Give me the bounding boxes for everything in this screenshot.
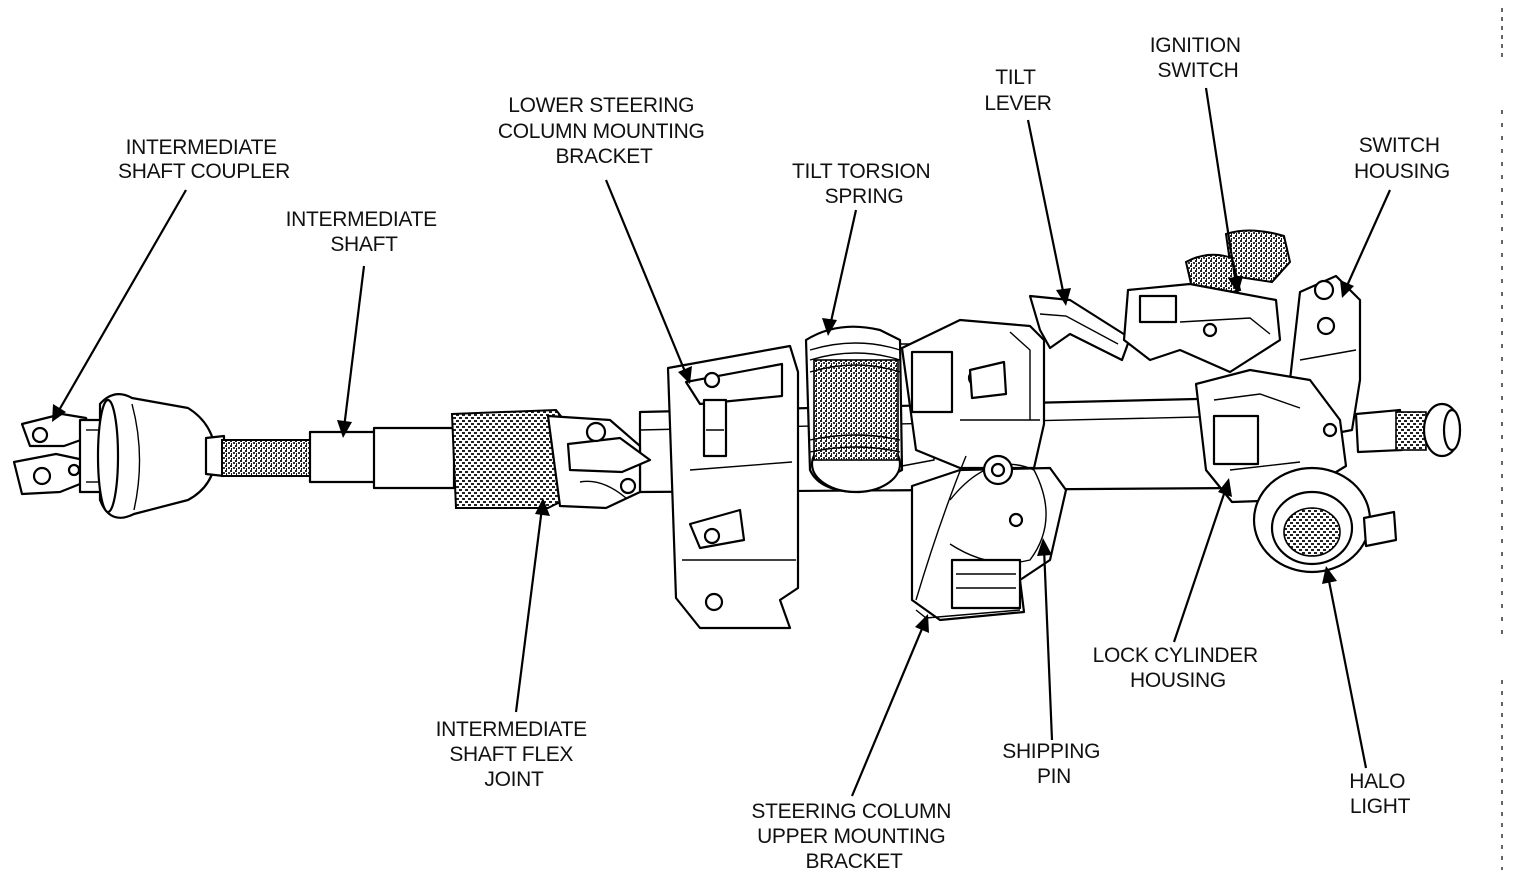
label-tilt-lever: TILT LEVER	[984, 66, 1051, 115]
ignition-switch	[1122, 229, 1292, 374]
intermediate-shaft-flex-joint	[450, 408, 652, 510]
label-shipping-pin: SHIPPING PIN	[1002, 740, 1106, 788]
label-ignition-switch: IGNITION SWITCH	[1150, 34, 1246, 82]
leader-intermediate-shaft-coupler	[52, 189, 187, 422]
tilt-housing	[900, 318, 1046, 470]
callout-labels: INTERMEDIATE SHAFT COUPLER INTERMEDIATE …	[118, 34, 1450, 873]
intermediate-shaft	[221, 426, 456, 490]
leader-lines	[52, 87, 1392, 797]
label-intermediate-shaft-coupler: INTERMEDIATE SHAFT COUPLER	[118, 136, 290, 183]
label-lock-cylinder-housing: LOCK CYLINDER HOUSING	[1093, 644, 1264, 692]
label-intermediate-shaft-flex-joint: INTERMEDIATE SHAFT FLEX JOINT	[436, 718, 593, 791]
leader-shipping-pin	[1037, 538, 1054, 741]
label-halo-light: HALO LIGHT	[1349, 770, 1411, 818]
intermediate-shaft-coupler	[12, 412, 108, 496]
steering-column-illustration	[12, 229, 1462, 630]
label-switch-housing: SWITCH HOUSING	[1354, 134, 1450, 183]
lower-mounting-bracket	[666, 344, 800, 630]
leader-tilt-torsion-spring	[822, 209, 858, 336]
upper-shaft-end	[1354, 402, 1462, 458]
leader-lock-cylinder-housing	[1172, 478, 1232, 643]
leader-lower-mounting-bracket	[604, 179, 692, 384]
leader-upper-mounting-bracket	[850, 614, 929, 797]
upper-mounting-bracket	[910, 454, 1068, 622]
label-tilt-torsion-spring: TILT TORSION SPRING	[792, 160, 936, 208]
label-intermediate-shaft: INTERMEDIATE SHAFT	[286, 208, 443, 256]
leader-intermediate-shaft-flex-joint	[514, 498, 550, 713]
label-steering-column-upper-mounting-bracket: STEERING COLUMN UPPER MOUNTING BRACKET	[751, 800, 956, 873]
coupler-boot	[96, 393, 226, 519]
tilt-lever	[1028, 294, 1132, 362]
leader-tilt-lever	[1026, 119, 1071, 306]
leader-intermediate-shaft	[337, 265, 366, 438]
label-lower-steering-column-mounting-bracket: LOWER STEERING COLUMN MOUNTING BRACKET	[498, 94, 710, 168]
leader-ignition-switch	[1204, 87, 1243, 294]
leader-halo-light	[1322, 566, 1368, 769]
halo-light	[1252, 466, 1398, 574]
leader-switch-housing	[1340, 189, 1392, 298]
tilt-torsion-spring	[804, 325, 935, 494]
